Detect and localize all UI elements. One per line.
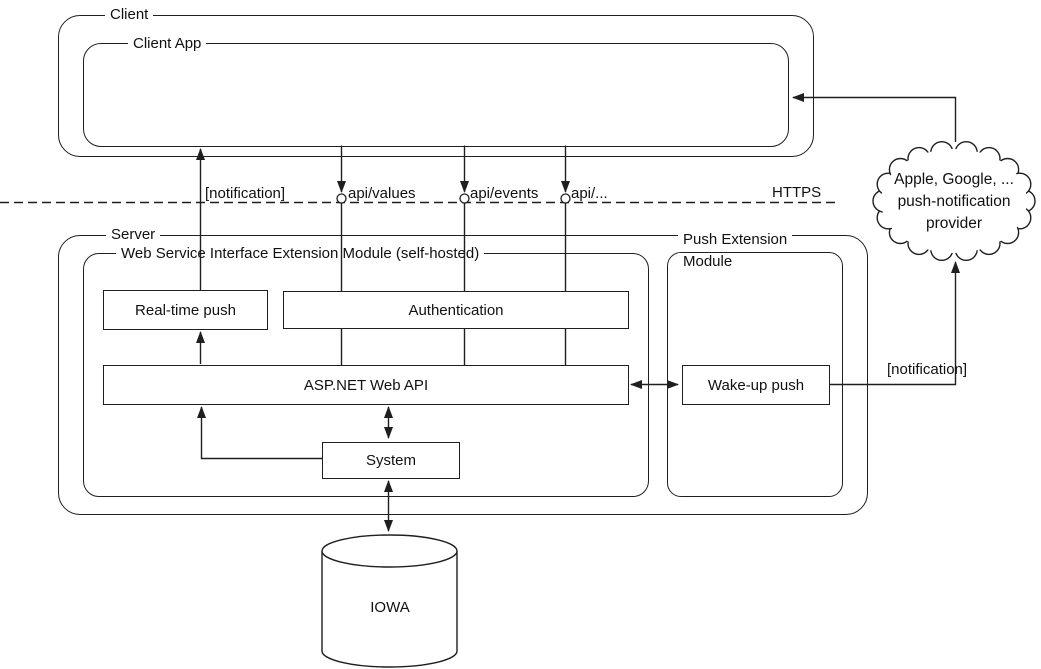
api-events-label: api/events: [470, 185, 539, 202]
https-label: HTTPS: [772, 184, 822, 201]
wake-up-push-box: Wake-up push: [682, 365, 830, 405]
authentication-label: Authentication: [408, 301, 504, 319]
push-extension-module-box: [667, 252, 843, 497]
cloud-provider-line2: push-notification: [897, 193, 1011, 210]
system-label: System: [365, 452, 416, 469]
iowa-database-label: IOWA: [370, 599, 410, 616]
cloud-provider-text: Apple, Google, ... push-notification pro…: [872, 169, 1036, 235]
push-extension-label-line1: Push Extension: [678, 231, 793, 248]
cloud-provider-line1: Apple, Google, ...: [894, 171, 1014, 188]
web-service-module-label: Web Service Interface Extension Module (…: [116, 245, 485, 262]
client-box: [58, 15, 814, 157]
cloud-shape: [872, 140, 1036, 262]
authentication-box: Authentication: [283, 291, 629, 329]
api-values-label: api/values: [348, 185, 416, 202]
database-cylinder: [321, 534, 458, 668]
aspnet-web-api-box: ASP.NET Web API: [103, 365, 629, 405]
real-time-push-label: Real-time push: [135, 301, 236, 319]
api-rest-label: api/...: [571, 185, 608, 202]
server-label: Server: [106, 226, 161, 243]
push-extension-label-line2: Module: [678, 253, 738, 270]
wake-up-push-label: Wake-up push: [707, 376, 805, 394]
client-app-box: [83, 43, 789, 147]
connector-arrows: [196, 93, 960, 532]
notification-label-left: [notification]: [205, 185, 286, 202]
client-label: Client: [105, 6, 154, 23]
cloud-provider-line3: provider: [926, 215, 982, 232]
aspnet-web-api-label: ASP.NET Web API: [303, 376, 429, 394]
server-box: [58, 235, 868, 515]
system-box: System: [322, 442, 460, 479]
notification-label-right: [notification]: [887, 361, 968, 378]
real-time-push-box: Real-time push: [103, 290, 268, 330]
client-app-label: Client App: [128, 35, 207, 52]
